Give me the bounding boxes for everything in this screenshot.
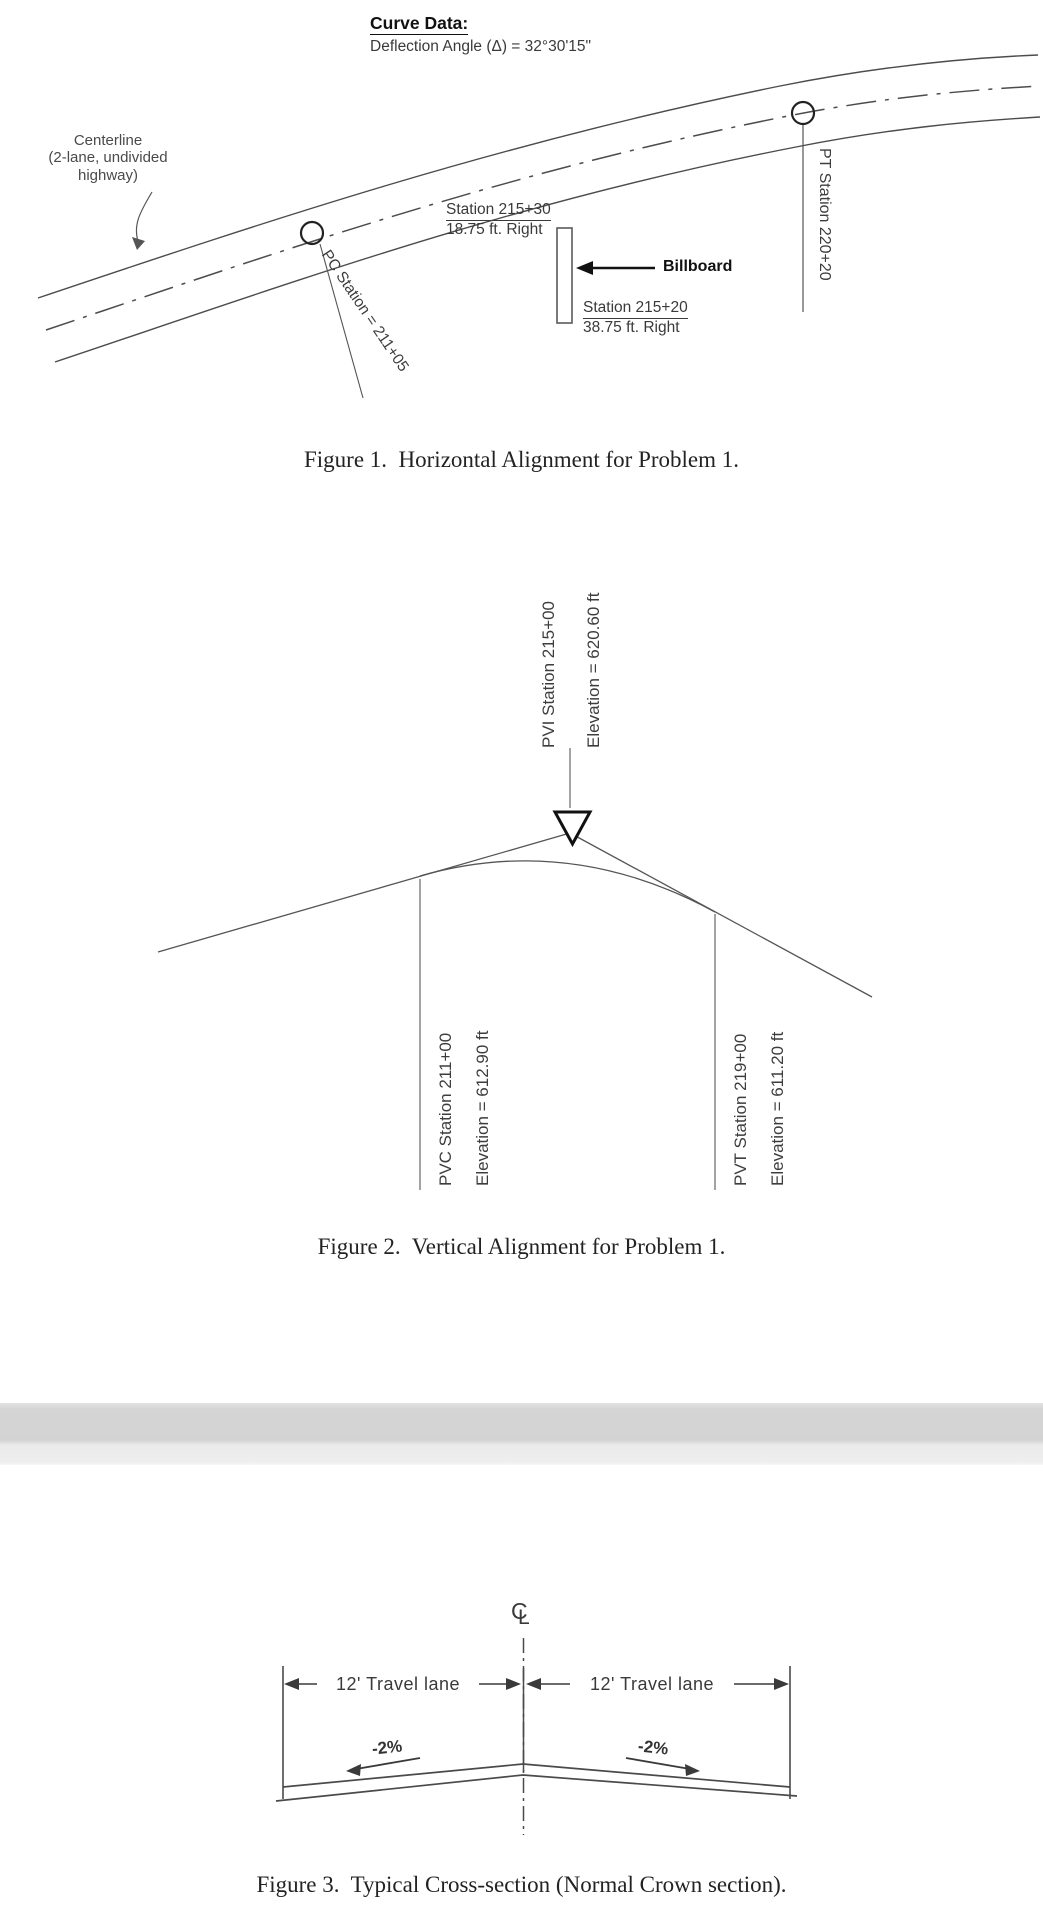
curve-data-title: Curve Data: [370,13,469,36]
slope-label-left: -2% [371,1736,404,1759]
slope-arrow-right-icon [685,1764,700,1776]
lane-width-label-left: 12' Travel lane [335,1674,460,1694]
road-edge-bottom [54,116,1041,363]
centerline-note-leader [135,191,153,245]
right-tangent-line [569,832,873,998]
pvc-station-label: PVC Station 211+00 [436,1032,455,1186]
pvi-triangle-icon [552,810,593,848]
crown-top-surface [282,1763,791,1788]
centerline-note-line1: Centerline [73,132,143,149]
centerline-symbol-c: C [511,1598,528,1624]
pvt-station-label: PVT Station 219+00 [731,1033,750,1186]
billboard-arrowhead-icon [576,261,593,275]
centerline-note: Centerline (2-lane, undivided highway) [18,132,198,184]
pvi-elevation-label: Elevation = 620.60 ft [584,592,603,748]
centerline-note-arrowhead-icon [132,237,145,250]
dim-arrow-left-inner-icon [506,1678,521,1690]
centerline-note-line2: (2-lane, undivided [48,149,168,167]
pc-point-icon [299,220,325,246]
crown-bottom-surface [275,1774,798,1802]
billboard-label: Billboard [663,258,733,275]
left-tangent-line [157,832,571,953]
figure3-caption: Figure 3. Typical Cross-section (Normal … [256,1872,787,1897]
dim-arrow-right-inner-icon [526,1678,541,1690]
centerline-note-line3: highway) [77,166,139,184]
road-centerline [45,85,1041,331]
figure3-drawing [275,1638,798,1835]
figure1-drawing [37,54,1041,399]
pvc-elevation-label: Elevation = 612.90 ft [473,1030,492,1186]
offset-38-75-label: 38.75 ft. Right [583,318,680,336]
figure2-drawing [157,748,873,1190]
offset-18-75-label: 18.75 ft. Right [446,220,543,238]
centerline-symbol-l: L [518,1606,530,1629]
dim-arrow-left-outer-icon [284,1678,299,1690]
pvt-elevation-label: Elevation = 611.20 ft [768,1031,787,1186]
pt-point-icon [790,100,816,126]
figure2-caption: Figure 2. Vertical Alignment for Problem… [317,1234,726,1259]
pc-leader-line [319,243,364,399]
pt-station-label: PT Station 220+20 [816,148,833,281]
station-215-30-label: Station 215+30 [446,201,551,221]
pvi-station-label: PVI Station 215+00 [539,601,558,748]
page-break-divider [0,1403,1043,1465]
vertical-curve [419,860,716,913]
slope-arrow-left-icon [346,1764,361,1776]
slope-arrow-left-line [355,1757,421,1770]
station-215-20-label: Station 215+20 [583,299,688,319]
deflection-angle-value: Deflection Angle (Δ) = 32°30'15" [370,38,592,56]
dim-arrow-right-outer-icon [774,1678,789,1690]
figure1-caption: Figure 1. Horizontal Alignment for Probl… [303,447,740,472]
road-edge-top [37,54,1039,299]
slope-label-right: -2% [637,1736,670,1759]
lane-width-label-right: 12' Travel lane [589,1674,714,1694]
billboard-icon [556,227,573,324]
centerline-symbol-icon: C L [511,1598,541,1632]
slope-arrow-right-line [625,1757,691,1770]
